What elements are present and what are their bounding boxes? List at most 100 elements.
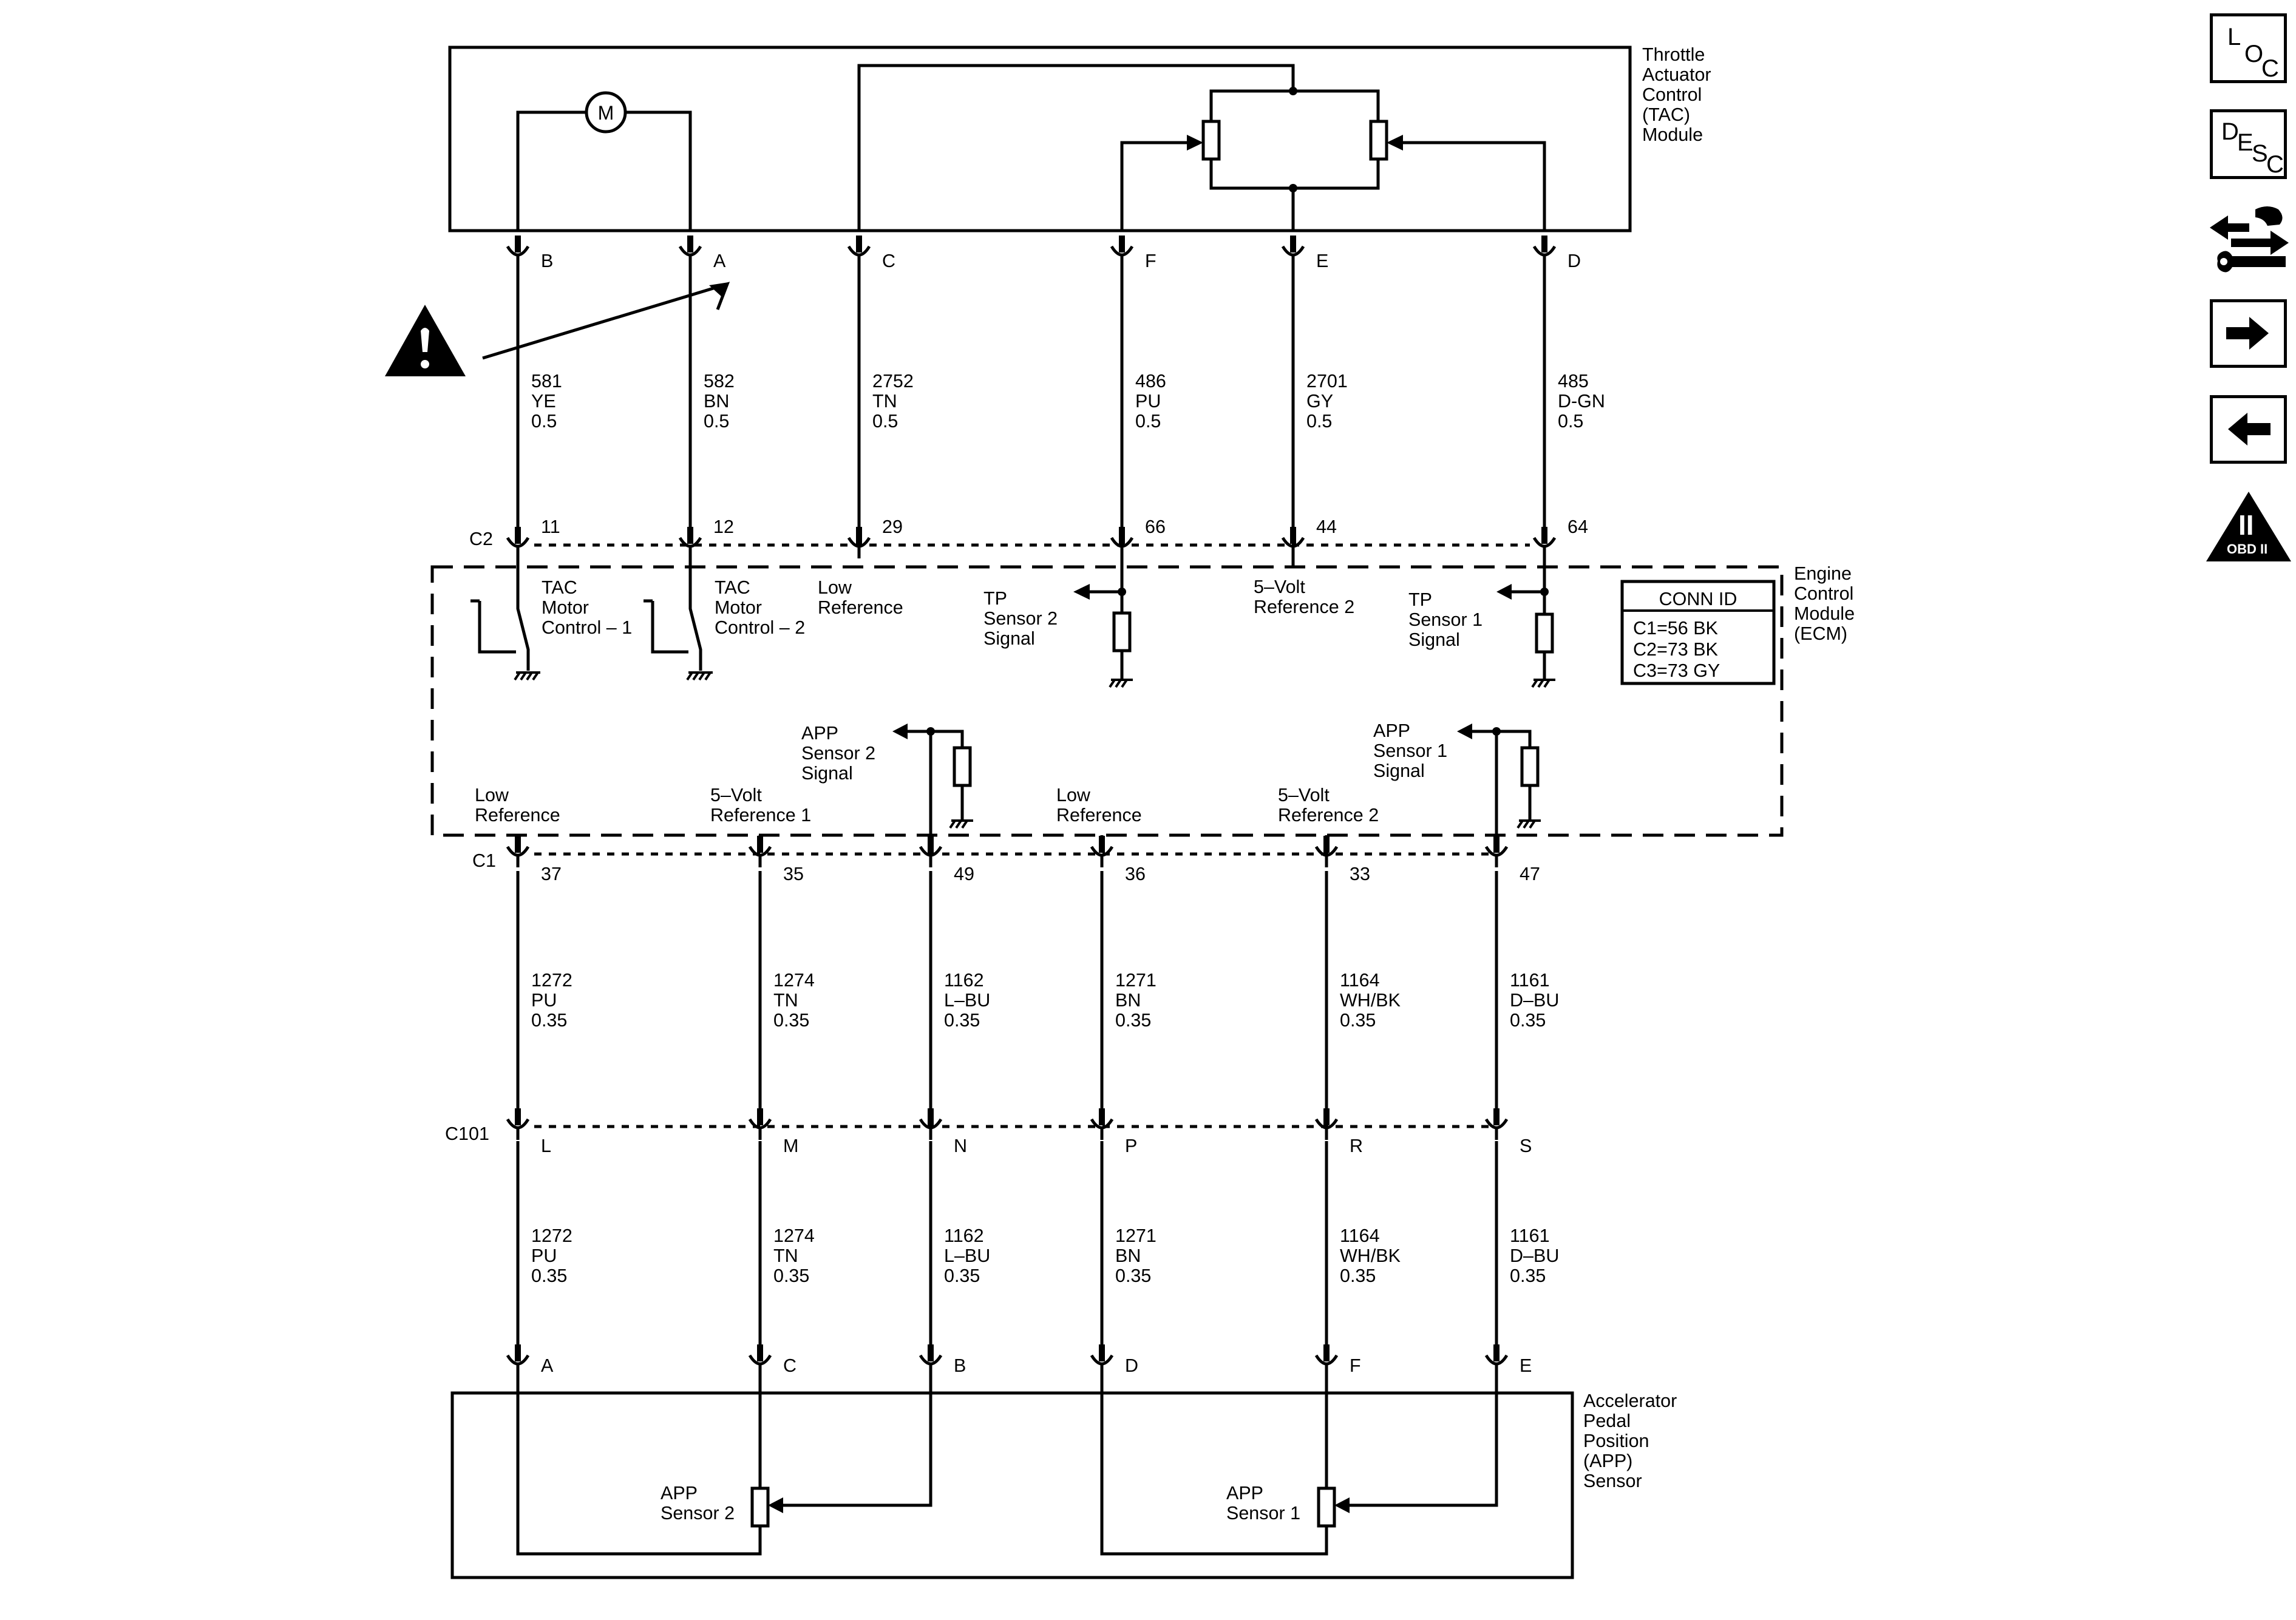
obd-text: OBD II [2227, 541, 2268, 557]
wire-gauge: 0.5 [531, 411, 557, 432]
ecm-label-5v-reference-2: 5–Volt Reference 2 [1278, 785, 1379, 825]
wire-color: BN [1115, 1246, 1141, 1266]
app-pin-label: D [1125, 1355, 1138, 1376]
tac-connector-terminal [1532, 236, 1557, 267]
c1-connector-terminal [748, 836, 772, 867]
wire-gauge: 0.5 [872, 411, 898, 432]
wire-circuit-number: 581 [531, 371, 562, 391]
wire-color: TN [773, 1246, 798, 1266]
ecm-label-app-sensor-1-signal: APP Sensor 1 Signal [1373, 720, 1453, 781]
c2-pin-label: 11 [541, 517, 560, 537]
c101-connector-terminal [748, 1108, 772, 1140]
description-icon-letter: C [2266, 151, 2284, 178]
wire-color: YE [531, 391, 556, 412]
conn-id-row: C3=73 GY [1633, 660, 1720, 681]
connector-tool-graphic [2210, 206, 2289, 273]
app-sensor-1-label: APP Sensor 1 [1226, 1483, 1300, 1523]
connector-c1-label: C1 [472, 850, 496, 871]
wire-gauge: 0.35 [531, 1266, 567, 1286]
tac-f-wiper [1120, 141, 1190, 229]
c1-connector-terminal [1314, 836, 1339, 867]
tp-sensor-2-pullup [1112, 611, 1132, 652]
app-sensor-1-pullup [1520, 746, 1540, 787]
obd-ii-icon[interactable]: II OBD II [2206, 492, 2291, 561]
tac-connector-terminal [506, 236, 530, 267]
ecm-label-low-reference: Low Reference [818, 577, 903, 618]
wire-circuit-number: 1271 [1115, 970, 1156, 991]
c1-pin-label: 33 [1350, 864, 1370, 884]
conn-id-row: C2=73 BK [1633, 639, 1718, 660]
wire-circuit-number: 1274 [773, 1225, 815, 1246]
wire-circuit-number: 485 [1558, 371, 1589, 391]
conn-id-header: CONN ID [1659, 589, 1737, 609]
wire-color: BN [1115, 990, 1141, 1011]
location-icon-letter: L [2227, 24, 2241, 50]
c101-pin-label: R [1350, 1136, 1363, 1156]
tac-connector-terminal [847, 236, 871, 267]
tac-module-label: Throttle Actuator Control (TAC) Module [1642, 44, 1716, 145]
wire-gauge: 0.35 [1340, 1266, 1376, 1286]
c1-pin-label: 35 [783, 864, 804, 884]
wire-gauge: 0.35 [1510, 1010, 1546, 1031]
ecm-module-label: Engine Control Module (ECM) [1794, 563, 1860, 644]
tac-pin-label: F [1145, 251, 1156, 271]
ecm-label-tac-motor-control-2: TAC Motor Control – 2 [715, 577, 805, 638]
wire-gauge: 0.5 [1558, 411, 1583, 432]
c2-pin-label: 12 [713, 517, 734, 537]
conn-id-table: CONN ID C1=56 BK C2=73 BK C3=73 GY [1620, 580, 1776, 685]
app-pin-label: A [541, 1355, 554, 1376]
tac-pin-label: D [1567, 251, 1581, 271]
wire-circuit-number: 1164 [1340, 1225, 1380, 1246]
app-connector-terminal [1314, 1344, 1339, 1376]
app-sensor-1-resistor [1317, 1486, 1336, 1528]
next-arrow-icon[interactable] [2210, 299, 2287, 368]
c2-pin-label: 44 [1316, 517, 1337, 537]
wire-gauge: 0.35 [944, 1010, 980, 1031]
app-pin-label: F [1350, 1355, 1361, 1376]
ecm-label-tp-sensor-2-signal: TP Sensor 2 Signal [983, 588, 1063, 649]
wire-circuit-number: 582 [704, 371, 735, 391]
c2-connector-terminal [1281, 527, 1305, 558]
description-icon[interactable]: D E S C [2210, 109, 2287, 179]
wire-gauge: 0.35 [1115, 1266, 1151, 1286]
app-sensor-2-signal-circuit [905, 730, 964, 841]
tac-motor-control-2-switch [644, 558, 702, 671]
connector-c2-label: C2 [469, 529, 493, 549]
wire-circuit-number: 1161 [1510, 1225, 1550, 1246]
c1-connector-terminal [1090, 836, 1114, 867]
description-icon-letter: E [2237, 129, 2254, 156]
motor-label: M [598, 102, 614, 124]
location-icon-letter: O [2244, 41, 2264, 67]
ecm-label-tp-sensor-1-signal: TP Sensor 1 Signal [1408, 589, 1488, 650]
tac-connector-terminal [1110, 236, 1134, 267]
wire-color: PU [1135, 391, 1161, 412]
app-pin-label: B [954, 1355, 966, 1376]
ecm-label-low-reference: Low Reference [475, 785, 560, 825]
wire-color: TN [773, 990, 798, 1011]
caution-icon[interactable] [385, 305, 466, 376]
tp-sensor-2-resistor [1201, 120, 1221, 161]
app-connector-terminal [919, 1344, 943, 1376]
ecm-module-box [430, 565, 1784, 837]
c2-connector-terminal [678, 527, 702, 558]
location-icon[interactable]: L O C [2210, 13, 2287, 83]
wire-gauge: 0.35 [773, 1266, 809, 1286]
connector-tool-icon[interactable] [2207, 200, 2292, 279]
wire-color: L–BU [944, 1246, 990, 1266]
ecm-label-5v-reference-1: 5–Volt Reference 1 [710, 785, 811, 825]
previous-arrow-icon[interactable] [2210, 395, 2287, 464]
ecm-label-app-sensor-2-signal: APP Sensor 2 Signal [801, 723, 881, 784]
wires-c101-to-app [516, 1141, 1498, 1360]
c101-connector-terminal [1314, 1108, 1339, 1140]
c2-connector-terminal [847, 527, 871, 558]
app-sensor-2-pullup [953, 746, 972, 787]
tac-motor-control-1-switch [470, 558, 530, 671]
tac-pin-label: A [713, 251, 726, 271]
app-connector-terminal [506, 1344, 530, 1376]
c1-pin-label: 47 [1520, 864, 1540, 884]
ecm-label-5v-reference-2: 5–Volt Reference 2 [1254, 577, 1354, 617]
c101-pin-label: L [541, 1136, 551, 1156]
c2-connector-terminal [506, 527, 530, 558]
app-connector-terminal [1484, 1344, 1509, 1376]
app-pin-label: C [783, 1355, 796, 1376]
